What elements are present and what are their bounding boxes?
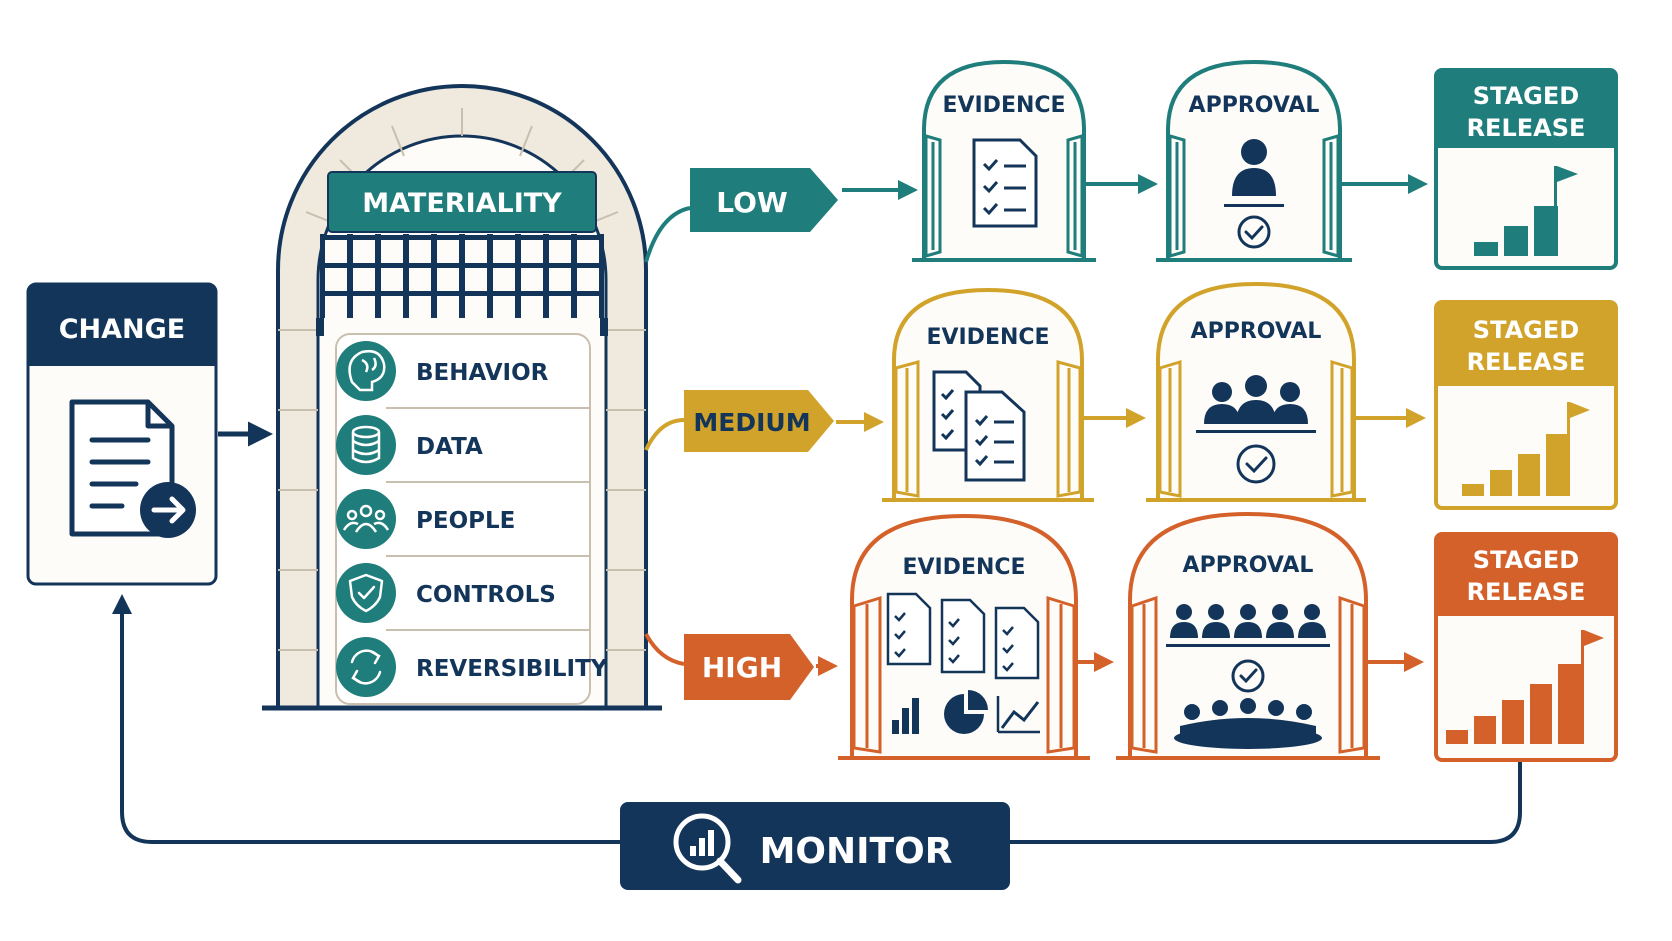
evidence-gate: EVIDENCE bbox=[912, 59, 1096, 262]
feedback-loop bbox=[112, 594, 1522, 844]
approval-label: APPROVAL bbox=[1189, 93, 1320, 118]
check-circle-icon bbox=[1236, 444, 1276, 484]
factor-label: CONTROLS bbox=[416, 582, 556, 608]
approval-gate: APPROVAL bbox=[1146, 281, 1366, 502]
check-circle-icon bbox=[1231, 659, 1265, 693]
release-label-line2: RELEASE bbox=[1467, 114, 1586, 142]
factor-controls: CONTROLS bbox=[336, 563, 556, 623]
evidence-label: EVIDENCE bbox=[926, 325, 1049, 350]
materiality-label: MATERIALITY bbox=[362, 188, 562, 219]
shield-check-icon bbox=[348, 573, 384, 613]
release-label-line1: STAGED bbox=[1473, 82, 1579, 110]
staged-release-card: STAGED RELEASE bbox=[1434, 300, 1618, 510]
rising-bars-flag-icon bbox=[1446, 630, 1604, 744]
evidence-label: EVIDENCE bbox=[902, 555, 1025, 580]
factor-label: BEHAVIOR bbox=[416, 360, 549, 386]
factor-data: DATA bbox=[336, 415, 483, 475]
release-label-line1: STAGED bbox=[1473, 316, 1579, 344]
rising-bars-flag-icon bbox=[1474, 166, 1578, 256]
monitor-box: MONITOR bbox=[620, 802, 1010, 890]
staged-release-card: STAGED RELEASE bbox=[1434, 68, 1618, 270]
board-table-icon bbox=[1174, 698, 1322, 749]
tier-medium: MEDIUM EVIDENCE bbox=[644, 281, 1618, 510]
evidence-label: EVIDENCE bbox=[942, 93, 1065, 118]
approver-icon bbox=[1224, 139, 1284, 207]
people-icon bbox=[342, 504, 390, 533]
database-icon bbox=[351, 425, 381, 464]
brain-icon bbox=[348, 350, 386, 392]
checklists-icon bbox=[886, 592, 1040, 680]
approval-label: APPROVAL bbox=[1191, 319, 1322, 344]
rising-bars-flag-icon bbox=[1462, 402, 1590, 496]
check-circle-icon bbox=[1237, 215, 1271, 249]
approval-gate: APPROVAL bbox=[1156, 59, 1352, 262]
monitor-label: MONITOR bbox=[760, 831, 953, 872]
document-arrow-icon bbox=[69, 399, 196, 538]
factor-behavior: BEHAVIOR bbox=[336, 341, 549, 401]
checklist-icon bbox=[972, 138, 1038, 228]
magnifier-chart-icon bbox=[673, 813, 742, 884]
factor-reversibility: REVERSIBILITY bbox=[336, 637, 608, 697]
release-label-line1: STAGED bbox=[1473, 546, 1579, 574]
materiality-gate: MATERIALITY BEHAVIOR DATA bbox=[262, 84, 662, 711]
evidence-gate: EVIDENCE bbox=[882, 287, 1094, 502]
evidence-gate: EVIDENCE bbox=[838, 513, 1090, 760]
factor-label: PEOPLE bbox=[416, 508, 515, 534]
approvers-icon bbox=[1196, 375, 1316, 433]
release-label-line2: RELEASE bbox=[1467, 348, 1586, 376]
staged-release-card: STAGED RELEASE bbox=[1434, 532, 1618, 762]
factor-people: PEOPLE bbox=[336, 489, 515, 549]
factor-label: REVERSIBILITY bbox=[416, 656, 608, 682]
release-label-line2: RELEASE bbox=[1467, 578, 1586, 606]
refresh-icon bbox=[350, 649, 382, 685]
committee-icon bbox=[1166, 604, 1330, 647]
approval-label: APPROVAL bbox=[1183, 553, 1314, 578]
factor-label: DATA bbox=[416, 434, 483, 460]
approval-gate: APPROVAL bbox=[1116, 511, 1380, 760]
tier-high: HIGH EVIDENCE bbox=[644, 511, 1618, 762]
tier-level-label: MEDIUM bbox=[693, 408, 810, 437]
checklist-icon bbox=[932, 370, 1026, 482]
tier-low: LOW EVIDENCE bbox=[644, 59, 1618, 270]
change-label: CHANGE bbox=[59, 314, 186, 345]
tier-level-label: HIGH bbox=[702, 651, 782, 684]
change-card: CHANGE bbox=[26, 282, 218, 586]
tier-level-label: LOW bbox=[716, 186, 788, 219]
charts-icon bbox=[892, 690, 1040, 734]
